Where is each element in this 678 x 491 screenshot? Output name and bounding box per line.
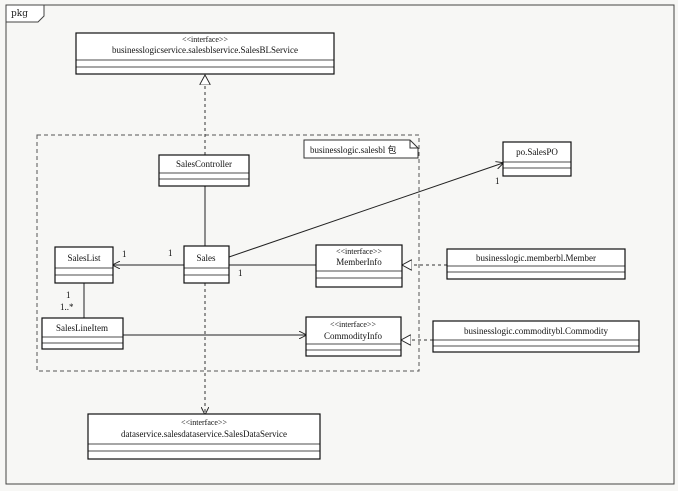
class-sales-po-name: po.SalesPO [516, 147, 558, 157]
class-member-name: businesslogic.memberbl.Member [476, 253, 596, 263]
class-sales-line-item: SalesLineItem [41, 317, 124, 350]
class-member-info: <<interface>> MemberInfo [315, 244, 403, 288]
class-sales-po: po.SalesPO [502, 141, 572, 177]
multiplicity-list-item-near-item: 1..* [60, 302, 74, 312]
class-sales-list: SalesList [54, 246, 114, 284]
class-commodity-name: businesslogic.commoditybl.Commodity [464, 326, 609, 336]
class-sales-name: Sales [197, 253, 216, 263]
class-sales-controller-name: SalesController [176, 159, 232, 169]
class-sales-line-item-name: SalesLineItem [56, 323, 108, 333]
class-member-info-stereotype: <<interface>> [336, 247, 383, 256]
multiplicity-sales-list-near-sales: 1 [168, 248, 173, 258]
class-sales-controller: SalesController [158, 154, 250, 187]
class-sales-data-service-name: dataservice.salesdataservice.SalesDataSe… [121, 429, 287, 439]
class-sales-bl-service-stereotype: <<interface>> [182, 35, 229, 44]
class-commodity-info: <<interface>> CommodityInfo [305, 316, 402, 357]
pkg-frame-label: pkg [11, 9, 28, 19]
multiplicity-sales-list-near-list: 1 [122, 249, 127, 259]
package-label-text: businesslogic.salesbl 包 [310, 144, 397, 155]
class-member-info-name: MemberInfo [336, 257, 382, 267]
class-sales-list-name: SalesList [68, 253, 101, 263]
class-commodity-info-stereotype: <<interface>> [330, 320, 377, 329]
class-commodity: businesslogic.commoditybl.Commodity [432, 320, 640, 353]
pkg-frame [5, 4, 675, 485]
class-sales-bl-service-name: businesslogicservice.salesblservice.Sale… [112, 45, 298, 55]
class-commodity-info-name: CommodityInfo [324, 331, 382, 341]
class-sales-bl-service: <<interface>> businesslogicservice.sales… [75, 32, 335, 75]
multiplicity-sales-member: 1 [238, 268, 243, 278]
association-sales-to-po [229, 163, 503, 257]
class-member: businesslogic.memberbl.Member [446, 248, 626, 280]
package-label-note: businesslogic.salesbl 包 [303, 139, 419, 159]
multiplicity-list-item-near-list: 1 [66, 290, 71, 300]
multiplicity-sales-po: 1 [495, 176, 500, 186]
class-sales-data-service-stereotype: <<interface>> [181, 418, 228, 427]
class-sales: Sales [183, 245, 230, 284]
class-sales-data-service: <<interface>> dataservice.salesdataservi… [87, 413, 321, 460]
pkg-frame-tab [5, 4, 45, 23]
